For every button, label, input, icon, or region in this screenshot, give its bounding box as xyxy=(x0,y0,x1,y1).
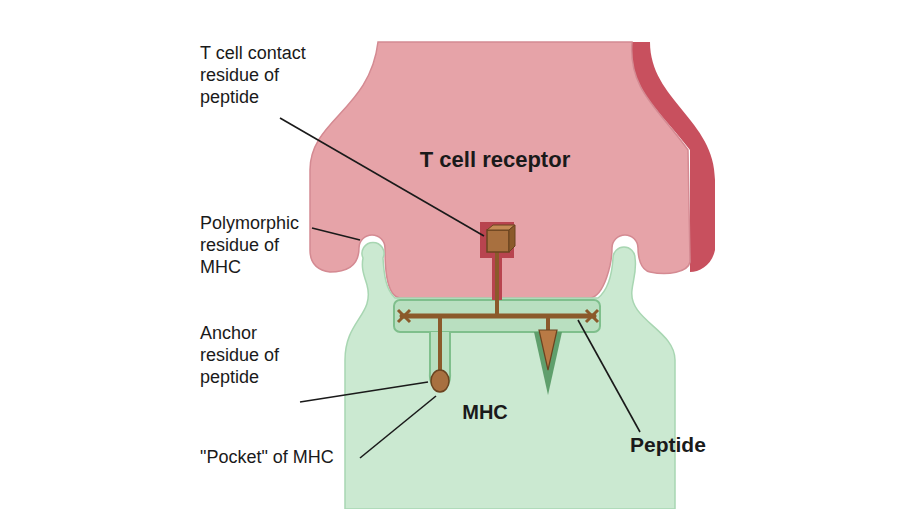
callout-label: Anchor residue of peptide xyxy=(200,322,290,388)
callout-label: "Pocket" of MHC xyxy=(200,446,400,468)
mhc-shape-outline xyxy=(330,236,700,509)
callout-label: T cell contact residue of peptide xyxy=(200,42,330,108)
callout-label: Peptide xyxy=(630,432,750,457)
mhc-shape: MHC xyxy=(330,236,700,509)
node-title: T cell receptor xyxy=(420,147,570,173)
callout-label: Polymorphic residue of MHC xyxy=(200,212,280,278)
node-title: MHC xyxy=(462,401,508,424)
